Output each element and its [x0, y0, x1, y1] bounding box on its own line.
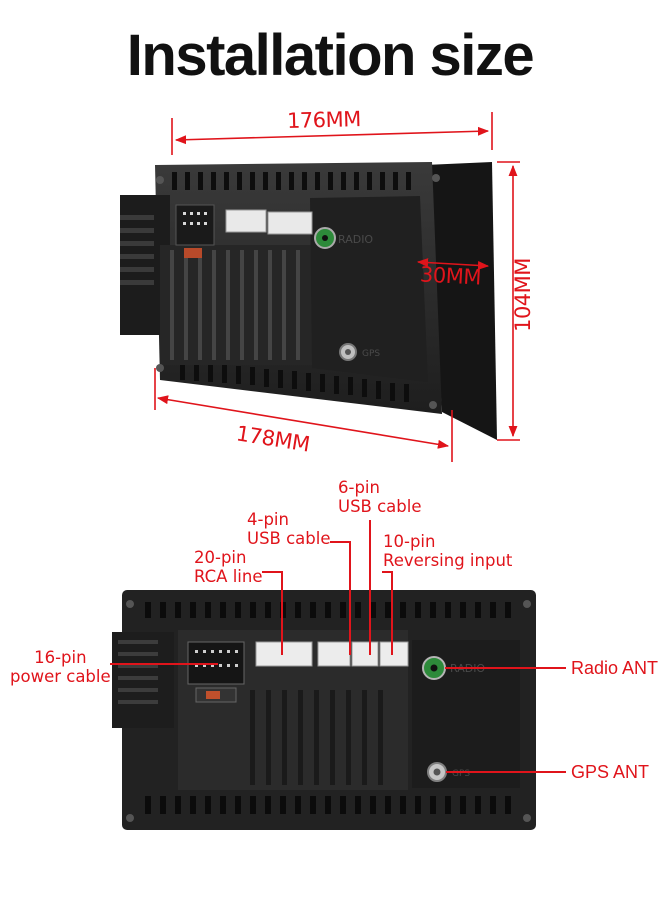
head-unit-rear-view-bottom — [112, 590, 536, 830]
label-10-pin-line1: 10-pin — [383, 532, 436, 551]
label-4-pin-line1: 4-pin — [247, 510, 289, 529]
label-20-pin-rca: 20-pin RCA line — [194, 548, 262, 586]
label-20-pin-line2: RCA line — [194, 567, 263, 586]
gps-marking-bottom: GPS — [452, 769, 470, 779]
label-4-pin-line2: USB cable — [247, 529, 331, 548]
label-6-pin-usb: 6-pin USB cable — [338, 478, 422, 516]
label-16-pin-line1: 16-pin — [34, 648, 87, 667]
label-10-pin-line2: Reversing input — [383, 551, 513, 570]
label-16-pin-power: 16-pin power cable — [10, 648, 111, 686]
page-title: Installation size — [126, 23, 535, 88]
label-6-pin-line1: 6-pin — [338, 478, 380, 497]
radio-marking-top: RADIO — [338, 233, 373, 246]
gps-marking-top: GPS — [362, 349, 380, 359]
label-4-pin-usb: 4-pin USB cable — [247, 510, 331, 548]
dimension-height: 104MM — [510, 258, 535, 332]
label-radio-ant: Radio ANT — [571, 658, 659, 678]
label-6-pin-line2: USB cable — [338, 497, 422, 516]
dimension-depth: 30MM — [419, 262, 482, 290]
label-20-pin-line1: 20-pin — [194, 548, 247, 567]
dimension-top-width: 176MM — [286, 107, 362, 133]
head-unit-rear-view-top — [120, 162, 497, 440]
label-gps-ant: GPS ANT — [571, 762, 650, 782]
label-16-pin-line2: power cable — [10, 667, 111, 686]
label-10-pin-reversing: 10-pin Reversing input — [383, 532, 512, 570]
dimension-lines-top — [154, 112, 520, 462]
leader-lines — [110, 520, 566, 773]
